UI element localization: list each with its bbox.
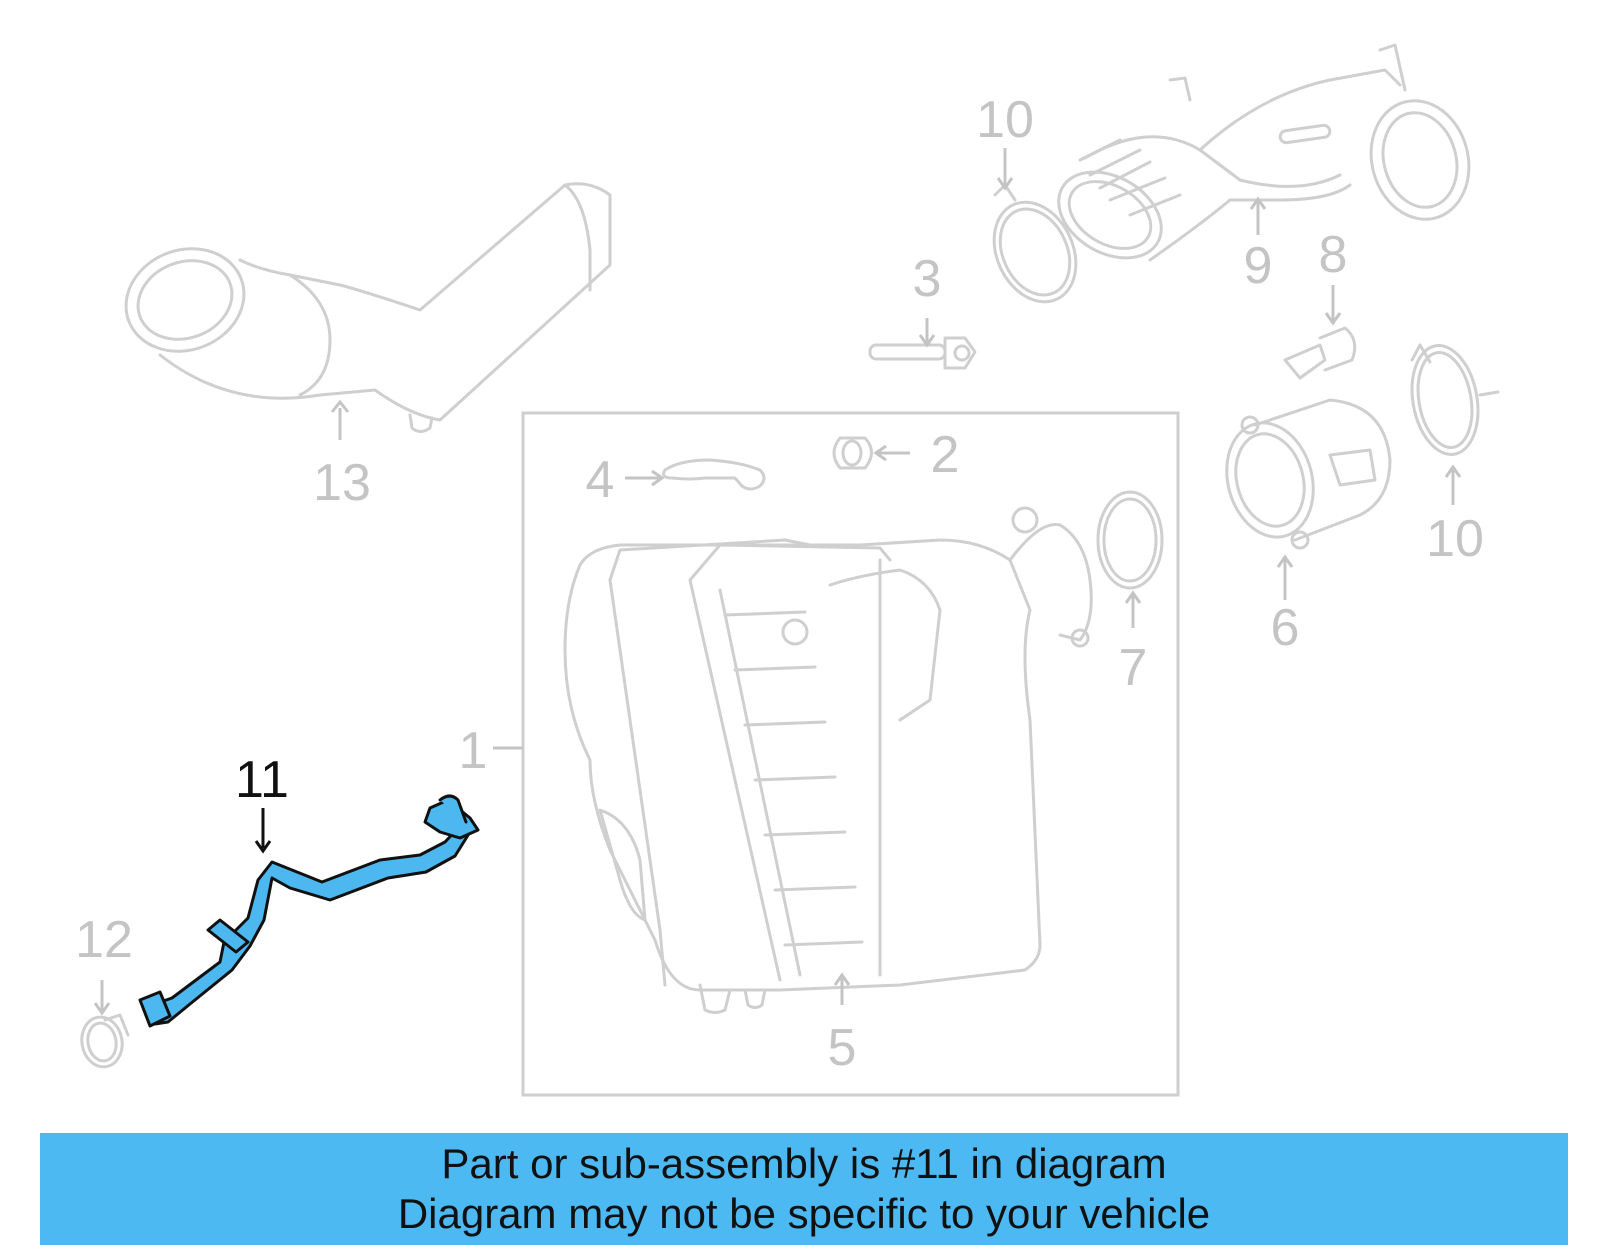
callout-numbers: 13 3 2 4 1 5 7 6 9 8 10 10 12 11: [75, 91, 1484, 1077]
callout-9[interactable]: 9: [1244, 237, 1273, 295]
callout-4[interactable]: 4: [586, 451, 615, 509]
leader-13-arrowhead: [330, 399, 350, 413]
leader-10a: [996, 148, 1014, 191]
callout-8[interactable]: 8: [1319, 226, 1348, 284]
leader-9: [1249, 196, 1267, 235]
part-10-clamp-top[interactable]: [979, 183, 1092, 315]
part-12-clamp[interactable]: [78, 1013, 130, 1070]
part-9-intake-hose[interactable]: [1043, 43, 1482, 275]
leader-11: [254, 808, 272, 854]
leader-5: [833, 972, 851, 1005]
leader-2: [873, 444, 910, 462]
leader-7: [1124, 590, 1142, 628]
leader-8: [1324, 285, 1342, 326]
part-4-clip[interactable]: [662, 458, 766, 491]
leader-lines: [93, 148, 1462, 1016]
assembly-1-box: [521, 411, 1180, 1097]
leader-10b: [1444, 464, 1462, 505]
part-7-seal-ring[interactable]: [1096, 490, 1164, 590]
callout-13[interactable]: 13: [313, 454, 371, 512]
part-13-intake-duct[interactable]: [112, 182, 612, 433]
part-3-bolt[interactable]: [868, 336, 977, 370]
info-banner: Part or sub-assembly is #11 in diagram D…: [40, 1133, 1568, 1245]
part-11-breather-hose[interactable]: [138, 794, 480, 1028]
leader-4: [625, 469, 665, 487]
callout-6[interactable]: 6: [1271, 599, 1300, 657]
leader-6: [1276, 554, 1294, 600]
part-2-grommet[interactable]: [832, 436, 873, 470]
part-6-maf-sensor[interactable]: [1214, 398, 1392, 550]
callout-3[interactable]: 3: [913, 250, 942, 308]
callout-10-top[interactable]: 10: [976, 91, 1034, 149]
banner-line-part-number: Part or sub-assembly is #11 in diagram: [441, 1140, 1167, 1187]
leader-12: [93, 980, 111, 1016]
leader-3: [918, 318, 936, 348]
callout-11[interactable]: 11: [235, 751, 289, 809]
callout-1[interactable]: 1: [459, 722, 488, 780]
part-1-air-cleaner-housing[interactable]: [563, 506, 1093, 1014]
callout-12[interactable]: 12: [75, 911, 133, 969]
callout-7[interactable]: 7: [1119, 639, 1148, 697]
callout-10-right[interactable]: 10: [1426, 510, 1484, 568]
banner-line-disclaimer: Diagram may not be specific to your vehi…: [397, 1190, 1211, 1237]
part-10-clamp-right[interactable]: [1404, 340, 1500, 459]
part-8-screw[interactable]: [1283, 326, 1357, 380]
callout-2[interactable]: 2: [931, 426, 960, 484]
callout-5[interactable]: 5: [828, 1019, 857, 1077]
